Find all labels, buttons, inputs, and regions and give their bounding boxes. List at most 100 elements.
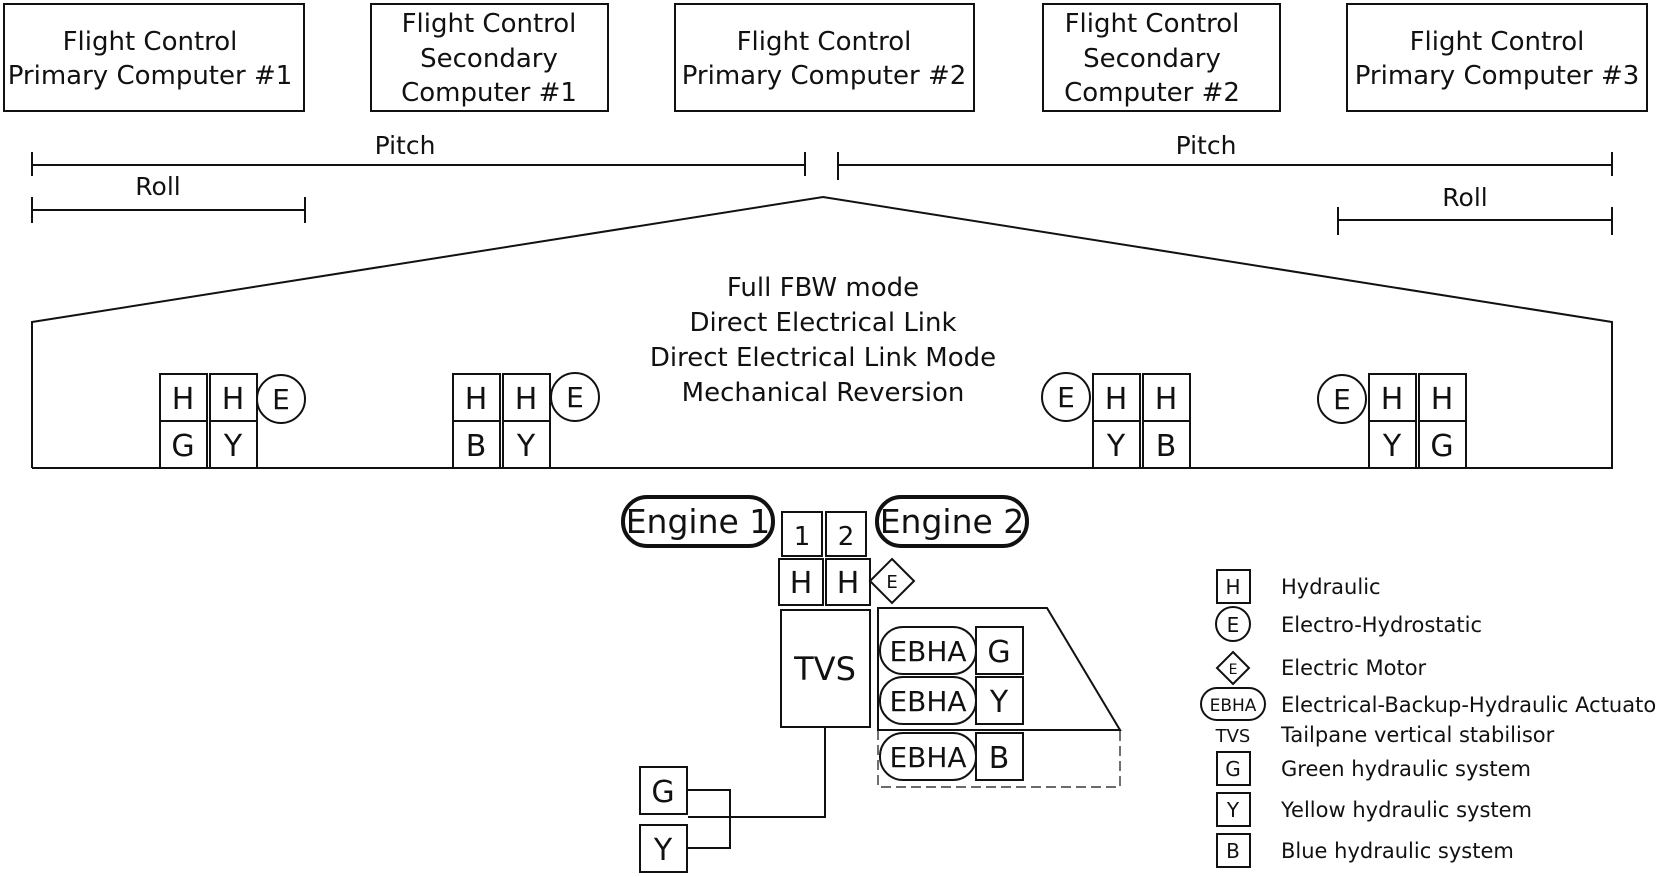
hydraulic-system-symbol: Y (989, 685, 1009, 720)
legend-blue: B Blue hydraulic system (1216, 833, 1514, 868)
legend-label: Yellow hydraulic system (1280, 798, 1532, 822)
computer-label-line: Flight Control (63, 27, 238, 57)
hydraulic-system-symbol: G (1430, 429, 1453, 464)
computer-primary-2: Flight Control Primary Computer #2 (674, 3, 975, 112)
ebha-label: EBHA (889, 685, 966, 718)
computer-label-line: Primary Computer #2 (682, 61, 967, 91)
ebha-row-b: EBHA B (879, 732, 1024, 781)
pitch-right-bracket: Pitch (837, 131, 1613, 180)
hydraulic-system-symbol: B (1156, 429, 1177, 464)
hydraulic-system-symbol: Y (516, 429, 536, 464)
electro-hydrostatic-symbol: E (1057, 381, 1075, 414)
roll-right-label: Roll (1442, 183, 1487, 212)
hydraulic-system-symbol: Y (1106, 429, 1126, 464)
computer-label-line: Secondary (1083, 44, 1221, 74)
computer-primary-1: Flight Control Primary Computer #1 (3, 3, 305, 112)
hydraulic-symbol: H (465, 382, 488, 417)
electric-motor-symbol: E (886, 572, 897, 593)
hydraulic-system-symbol: Y (1382, 429, 1402, 464)
computer-label-line: Flight Control (1410, 27, 1585, 57)
legend-hydraulic: H Hydraulic (1216, 569, 1381, 604)
ebha-label: EBHA (889, 635, 966, 668)
hydraulic-symbol: H (1381, 382, 1404, 417)
mode-item: Direct Electrical Link (689, 308, 956, 338)
actuator-group-1: H H G Y E (159, 373, 306, 469)
computer-label-line: Computer #1 (401, 78, 577, 108)
computer-label-line: Computer #2 (1064, 78, 1240, 108)
legend-electric-motor: E Electric Motor (1215, 650, 1427, 686)
legend-green: G Green hydraulic system (1216, 751, 1531, 786)
computer-primary-3: Flight Control Primary Computer #3 (1346, 3, 1648, 112)
engine-1: Engine 1 (621, 495, 775, 548)
control-surface-outline (31, 195, 1613, 469)
hydraulic-system-symbol: Y (653, 833, 673, 868)
tvs-supply: G Y (639, 727, 826, 873)
actuator-group-2: H H B Y E (452, 372, 600, 469)
hydraulic-symbol: H (790, 566, 813, 601)
mode-item: Full FBW mode (727, 273, 919, 303)
legend-symbol: TVS (1215, 726, 1251, 747)
hydraulic-symbol: H (1155, 382, 1178, 417)
legend-symbol: EBHA (1210, 696, 1257, 716)
legend-label: Electro-Hydrostatic (1281, 613, 1482, 637)
computer-label-line: Flight Control (737, 27, 912, 57)
engine-number-2: 2 (838, 522, 855, 552)
hydraulic-system-symbol: B (989, 741, 1010, 776)
ebha-row-y: EBHA Y (879, 676, 1024, 725)
legend-ebha: EBHA Electrical-Backup-Hydraulic Actuato… (1200, 687, 1657, 721)
ebha-label: EBHA (889, 741, 966, 774)
electro-hydrostatic-symbol: E (566, 381, 584, 414)
engine-2-label: Engine 2 (880, 502, 1025, 541)
ebha-row-g: EBHA G (879, 626, 1024, 675)
hydraulic-symbol: H (222, 382, 245, 417)
hydraulic-symbol: H (837, 566, 860, 601)
hydraulic-symbol: H (1105, 382, 1128, 417)
legend-label: Hydraulic (1281, 575, 1381, 599)
hydraulic-symbol: H (1431, 382, 1454, 417)
ebha-panel (877, 607, 1122, 788)
electro-hydrostatic-symbol: E (272, 383, 290, 416)
hydraulic-symbol: H (515, 382, 538, 417)
computer-secondary-2: Flight Control Secondary Computer #2 (1042, 3, 1281, 112)
legend-symbol: Y (1226, 798, 1240, 822)
hydraulic-system-symbol: G (651, 775, 674, 810)
stabiliser-actuator: 1 2 H H E TVS (778, 511, 916, 728)
computer-label-line: Flight Control (1065, 9, 1240, 39)
legend-symbol: E (1229, 662, 1238, 678)
pitch-left-label: Pitch (375, 131, 436, 160)
roll-left-bracket: Roll (31, 172, 306, 223)
hydraulic-system-symbol: G (987, 635, 1010, 670)
hydraulic-system-symbol: G (171, 429, 194, 464)
legend: H Hydraulic E Electro-Hydrostatic E Elec… (1200, 569, 1657, 868)
legend-label: Blue hydraulic system (1281, 839, 1514, 863)
tvs-label: TVS (793, 650, 856, 688)
mode-item: Mechanical Reversion (682, 378, 965, 408)
computer-secondary-1: Flight Control Secondary Computer #1 (370, 3, 609, 112)
legend-tvs: TVS Tailpane vertical stabilisor (1215, 723, 1555, 747)
pitch-left-bracket: Pitch (31, 131, 806, 176)
electro-hydrostatic-symbol: E (1333, 383, 1351, 416)
legend-electro-hydrostatic: E Electro-Hydrostatic (1215, 606, 1482, 642)
mode-item: Direct Electrical Link Mode (650, 343, 996, 373)
roll-left-label: Roll (135, 172, 180, 201)
roll-right-bracket: Roll (1337, 183, 1613, 235)
engine-number-1: 1 (794, 522, 811, 552)
hydraulic-system-symbol: Y (223, 429, 243, 464)
hydraulic-symbol: H (172, 382, 195, 417)
pitch-right-label: Pitch (1176, 131, 1237, 160)
engine-2: Engine 2 (875, 495, 1029, 548)
legend-label: Electric Motor (1281, 656, 1427, 680)
legend-label: Electrical-Backup-Hydraulic Actuator (1281, 693, 1657, 717)
hydraulic-system-symbol: B (466, 429, 487, 464)
legend-symbol: B (1226, 839, 1240, 863)
actuator-group-4: E H H Y G (1317, 373, 1467, 469)
legend-yellow: Y Yellow hydraulic system (1216, 792, 1532, 827)
legend-symbol: H (1225, 575, 1240, 599)
legend-symbol: G (1225, 757, 1241, 781)
legend-label: Green hydraulic system (1281, 757, 1531, 781)
actuator-group-3: E H H Y B (1041, 372, 1191, 469)
computer-label-line: Primary Computer #1 (8, 61, 293, 91)
computer-label-line: Flight Control (402, 9, 577, 39)
mode-list: Full FBW mode Direct Electrical Link Dir… (650, 273, 996, 408)
